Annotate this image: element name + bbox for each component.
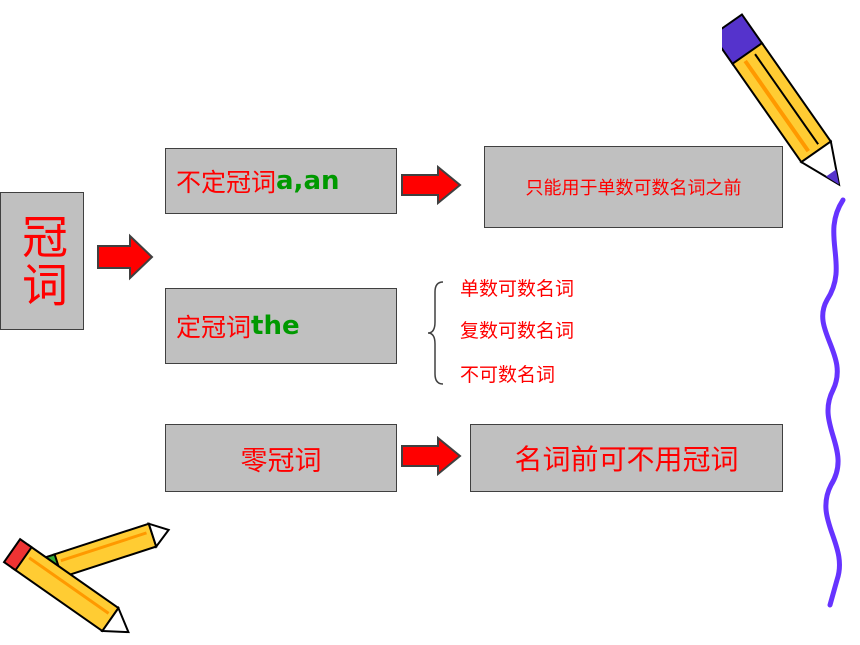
definite-item-plural: 复数可数名词 xyxy=(460,320,575,342)
pencil-icon xyxy=(722,13,841,187)
definite-item-singular: 单数可数名词 xyxy=(460,278,575,300)
indefinite-article-label: 不定冠词 xyxy=(176,168,277,197)
root-label: 冠词 xyxy=(15,213,69,309)
indefinite-article-box: 不定冠词 a,an xyxy=(165,148,397,214)
definite-article-english: the xyxy=(251,311,300,341)
root-arrow xyxy=(97,233,154,281)
zero-result-box: 名词前可不用冠词 xyxy=(470,424,783,492)
indefinite-article-english: a,an xyxy=(276,166,340,196)
indefinite-result-box: 只能用于单数可数名词之前 xyxy=(484,146,783,228)
indefinite-result-text: 只能用于单数可数名词之前 xyxy=(525,178,742,199)
wavy-line xyxy=(820,197,846,608)
pencils-icon xyxy=(2,522,171,634)
zero-article-label: 零冠词 xyxy=(240,445,322,477)
zero-result-text: 名词前可不用冠词 xyxy=(514,443,739,476)
zero-article-box: 零冠词 xyxy=(165,424,397,492)
brace xyxy=(427,281,444,385)
zero-arrow xyxy=(401,436,462,476)
indefinite-arrow xyxy=(401,165,462,205)
definite-article-box: 定冠词 the xyxy=(165,288,397,364)
root-box: 冠词 xyxy=(0,192,84,330)
definite-item-uncountable: 不可数名词 xyxy=(460,364,556,386)
definite-article-label: 定冠词 xyxy=(176,313,252,342)
